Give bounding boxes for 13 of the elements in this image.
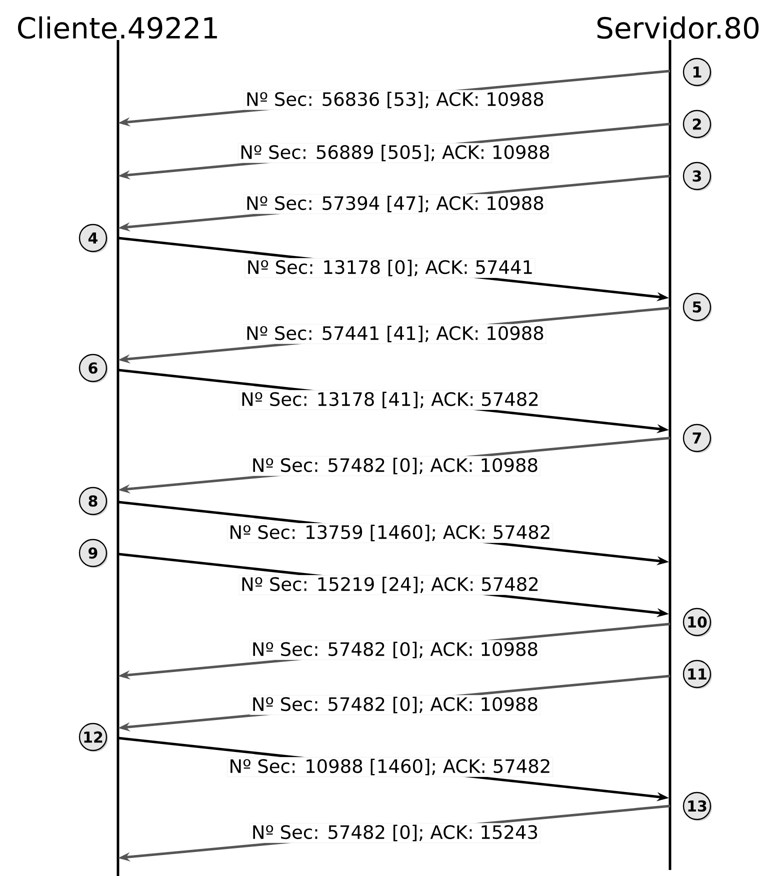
edge-label: Nº Sec: 57482 [0]; ACK: 10988 — [250, 695, 540, 715]
edge-label: Nº Sec: 57482 [0]; ACK: 10988 — [250, 456, 540, 476]
edge-label: Nº Sec: 56889 [505]; ACK: 10988 — [238, 143, 552, 163]
edge-label: Nº Sec: 15219 [24]; ACK: 57482 — [238, 575, 542, 595]
edge-label: Nº Sec: 13178 [0]; ACK: 57441 — [244, 258, 536, 278]
edge-label: Nº Sec: 13178 [41]; ACK: 57482 — [238, 390, 542, 410]
edge-label: Nº Sec: 57482 [0]; ACK: 10988 — [250, 640, 540, 660]
edge-label: Nº Sec: 56836 [53]; ACK: 10988 — [244, 90, 546, 110]
edge-label: Nº Sec: 57441 [41]; ACK: 10988 — [244, 324, 546, 344]
edge-label: Nº Sec: 13759 [1460]; ACK: 57482 — [227, 523, 553, 543]
edge-label: Nº Sec: 57482 [0]; ACK: 15243 — [250, 823, 540, 843]
edge-label: Nº Sec: 57394 [47]; ACK: 10988 — [244, 194, 546, 214]
edge-label: Nº Sec: 10988 [1460]; ACK: 57482 — [227, 757, 553, 777]
